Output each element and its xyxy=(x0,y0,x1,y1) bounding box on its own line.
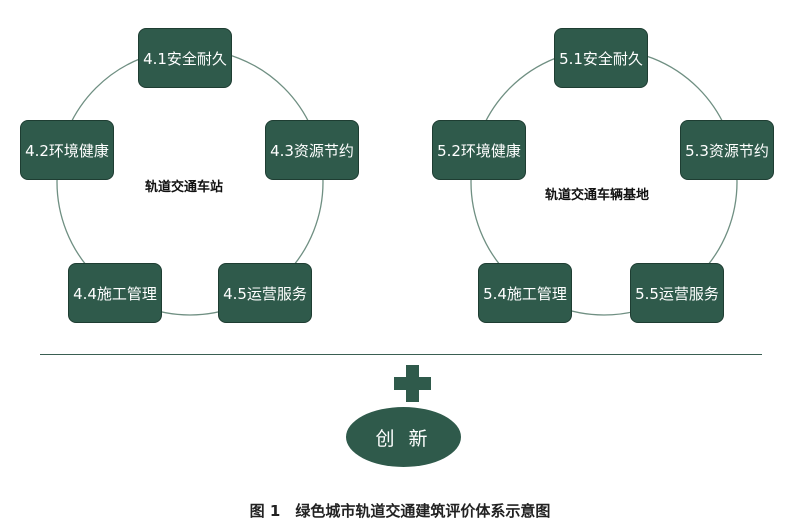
node-4-3: 4.3资源节约 xyxy=(265,120,359,180)
divider-line xyxy=(40,354,762,355)
node-4-1: 4.1安全耐久 xyxy=(138,28,232,88)
node-4-2: 4.2环境健康 xyxy=(20,120,114,180)
node-5-2: 5.2环境健康 xyxy=(432,120,526,180)
node-5-4: 5.4施工管理 xyxy=(478,263,572,323)
left-center-label: 轨道交通车站 xyxy=(145,180,224,195)
right-center-label: 轨道交通车辆基地 xyxy=(545,188,650,203)
innovation-ellipse: 创 新 xyxy=(346,407,461,467)
node-4-4: 4.4施工管理 xyxy=(68,263,162,323)
node-5-3: 5.3资源节约 xyxy=(680,120,774,180)
node-4-5: 4.5运营服务 xyxy=(218,263,312,323)
figure-caption: 图 1 绿色城市轨道交通建筑评价体系示意图 xyxy=(249,502,551,520)
node-5-5: 5.5运营服务 xyxy=(630,263,724,323)
node-5-1: 5.1安全耐久 xyxy=(554,28,648,88)
